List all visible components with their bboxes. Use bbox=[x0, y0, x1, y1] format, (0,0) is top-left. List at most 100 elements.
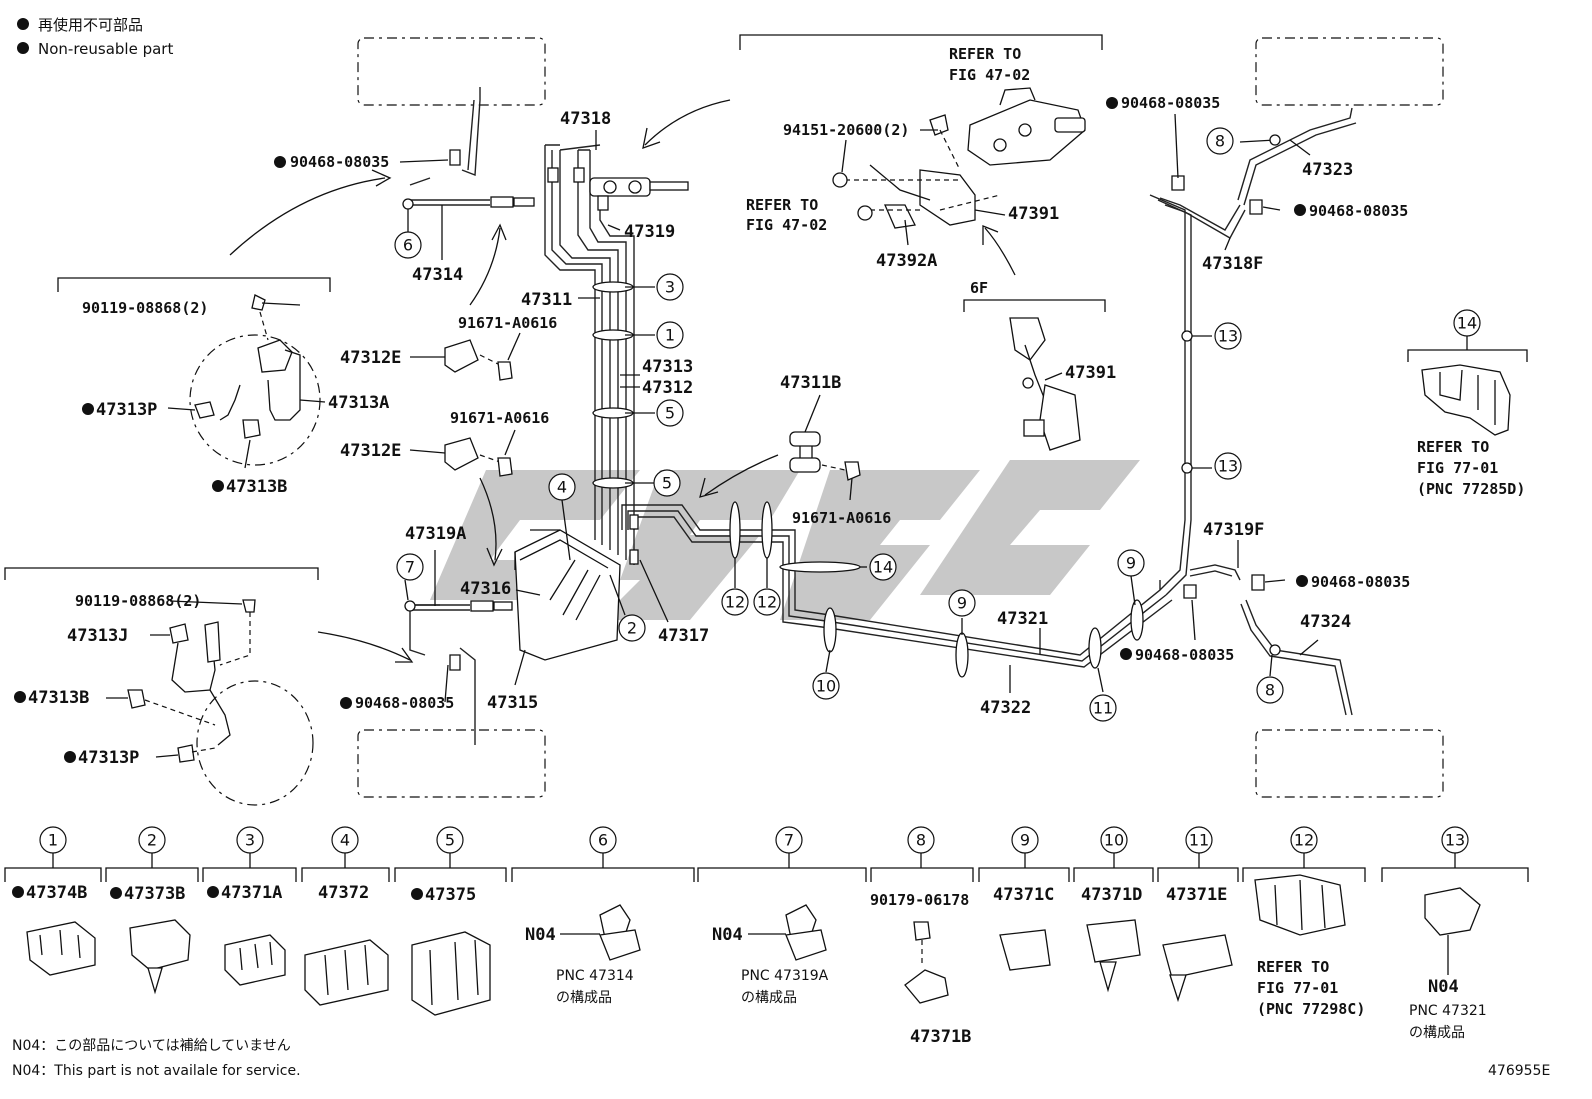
label-47313B-upper: 47313B bbox=[226, 477, 287, 497]
svg-text:12: 12 bbox=[725, 593, 745, 612]
bottom-part-11: 47371E bbox=[1166, 885, 1227, 905]
bottom-part-8-sub: 47371B bbox=[910, 1027, 971, 1047]
bottom-part-5: 47375 bbox=[425, 885, 476, 905]
brake-line-bundle bbox=[544, 144, 1192, 668]
label-90468-top-left: 90468-08035 bbox=[290, 153, 389, 171]
svg-text:13: 13 bbox=[1445, 831, 1465, 850]
label-47313B-lower: 47313B bbox=[28, 688, 89, 708]
refer-a-line2: FIG 47-02 bbox=[949, 66, 1030, 84]
part-labels: 47318 47319 4 7 3 11 47313 47312 47314 4731… bbox=[14, 94, 1410, 768]
direction-arrows bbox=[229, 99, 1016, 663]
master-cylinder-left bbox=[547, 167, 689, 211]
callout-14-main: 14 bbox=[869, 553, 897, 581]
bracket-6f bbox=[1009, 317, 1081, 451]
label-47313: 47313 bbox=[642, 357, 693, 377]
abs-actuator bbox=[514, 514, 639, 661]
clamp-47311b bbox=[789, 431, 861, 481]
callout-11-main: 11 bbox=[1089, 694, 1117, 722]
bottom-part-9: 47371C bbox=[993, 885, 1054, 905]
bottom-col-12: 12 bbox=[1290, 826, 1318, 854]
leader-lines bbox=[106, 113, 1319, 758]
bottom-col-7: 7 bbox=[775, 826, 803, 854]
bottom-col-10: 10 bbox=[1100, 826, 1128, 854]
bottom-part-13: N04 bbox=[1428, 977, 1459, 997]
label-47316: 47316 bbox=[460, 579, 511, 599]
bottom-part-7: N04 bbox=[712, 925, 743, 945]
clip-14-drawing bbox=[1421, 364, 1511, 436]
label-47312: 47312 bbox=[642, 378, 693, 398]
label-47314: 47314 bbox=[412, 265, 463, 285]
callout-10-main: 10 bbox=[812, 672, 840, 700]
rear-right-wheel-frame bbox=[1255, 729, 1444, 798]
label-47313J: 47313J bbox=[67, 626, 128, 646]
note-7-line2: の構成品 bbox=[741, 990, 797, 1006]
figure-id: 476955E bbox=[1488, 1063, 1550, 1079]
label-91671-lower: 91671-A0616 bbox=[450, 409, 549, 427]
svg-text:4: 4 bbox=[340, 831, 350, 850]
svg-text:7: 7 bbox=[405, 558, 415, 577]
legend: 再使用不可部品 Non-reusable part bbox=[17, 16, 173, 58]
svg-text:2: 2 bbox=[627, 619, 637, 638]
label-47324: 47324 bbox=[1300, 612, 1351, 632]
footnote-en: N04：This part is not availale for servic… bbox=[12, 1063, 301, 1079]
svg-text:14: 14 bbox=[1457, 314, 1477, 333]
callout-2-main: 2 bbox=[618, 614, 646, 642]
master-cylinder-ref bbox=[832, 87, 1086, 229]
callout-5-main-b: 5 bbox=[653, 469, 681, 497]
label-47313P-lower: 47313P bbox=[78, 748, 139, 768]
legend-jp: 再使用不可部品 bbox=[38, 16, 143, 34]
svg-text:2: 2 bbox=[147, 831, 157, 850]
label-90119-upper: 90119-08868(2) bbox=[82, 299, 208, 317]
svg-text:12: 12 bbox=[1294, 831, 1314, 850]
label-47312E-lower: 47312E bbox=[340, 441, 401, 461]
label-6F: 6F bbox=[970, 279, 988, 297]
label-47318F: 47318F bbox=[1202, 254, 1263, 274]
label-47319F: 47319F bbox=[1203, 520, 1264, 540]
svg-text:11: 11 bbox=[1093, 699, 1113, 718]
bottom-col-13: 13 bbox=[1441, 826, 1469, 854]
svg-text:4: 4 bbox=[557, 478, 567, 497]
bottom-col-3: 3 bbox=[236, 826, 264, 854]
svg-text:5: 5 bbox=[445, 831, 455, 850]
bottom-col-11: 11 bbox=[1185, 826, 1213, 854]
label-47313P-upper: 47313P bbox=[96, 400, 157, 420]
callout-12-main-b: 12 bbox=[753, 588, 781, 616]
label-47318: 47318 bbox=[560, 109, 611, 129]
bottom-part-3: 47371A bbox=[221, 883, 282, 903]
bottom-part-1: 47374B bbox=[26, 883, 87, 903]
bottom-col-5: 5 bbox=[436, 826, 464, 854]
svg-text:1: 1 bbox=[48, 831, 58, 850]
callouts-main: 3 1 5 5 4 2 6 7 12 12 14 10 9 11 9 13 13… bbox=[394, 127, 1481, 722]
callout-3-main: 3 bbox=[656, 273, 684, 301]
bottom-part-4: 47372 bbox=[318, 883, 369, 903]
refer-d-line2: FIG 77-01 bbox=[1257, 979, 1338, 997]
svg-text:13: 13 bbox=[1218, 457, 1238, 476]
callout-14-top: 14 bbox=[1453, 309, 1481, 337]
front-right-hose bbox=[1159, 107, 1357, 239]
callout-9-main-a: 9 bbox=[948, 589, 976, 617]
refer-c-line3: (PNC 77285D) bbox=[1417, 480, 1525, 498]
callout-9-main-b: 9 bbox=[1117, 549, 1145, 577]
clip-fittings bbox=[449, 149, 1265, 671]
bottom-drawings bbox=[26, 874, 1481, 1016]
callout-13-main-b: 13 bbox=[1214, 452, 1242, 480]
label-47391-inset: 47391 bbox=[1065, 363, 1116, 383]
callout-8-main-a: 8 bbox=[1206, 127, 1234, 155]
refer-blocks: REFER TO FIG 47-02 REFER TO FIG 47-02 RE… bbox=[746, 45, 1525, 1018]
svg-text:3: 3 bbox=[665, 278, 675, 297]
bottom-col-8: 8 bbox=[907, 826, 935, 854]
bottom-parts-table: 1 2 3 4 5 6 7 8 9 10 11 12 13 47374B 473… bbox=[4, 826, 1529, 1047]
refer-b-line2: FIG 47-02 bbox=[746, 216, 827, 234]
label-47315: 47315 bbox=[487, 693, 538, 713]
label-47313A: 47313A bbox=[328, 393, 389, 413]
svg-text:10: 10 bbox=[1104, 831, 1124, 850]
label-91671-upper: 91671-A0616 bbox=[458, 314, 557, 332]
label-90468-top-right-1: 90468-08035 bbox=[1121, 94, 1220, 112]
label-90468-top-right-2: 90468-08035 bbox=[1309, 202, 1408, 220]
label-47319: 47319 bbox=[624, 222, 675, 242]
label-90468-bottom-right-2: 90468-08035 bbox=[1135, 646, 1234, 664]
bottom-col-9: 9 bbox=[1011, 826, 1039, 854]
bottom-part-8: 90179-06178 bbox=[870, 891, 969, 909]
rear-left-wheel-frame bbox=[357, 729, 546, 798]
